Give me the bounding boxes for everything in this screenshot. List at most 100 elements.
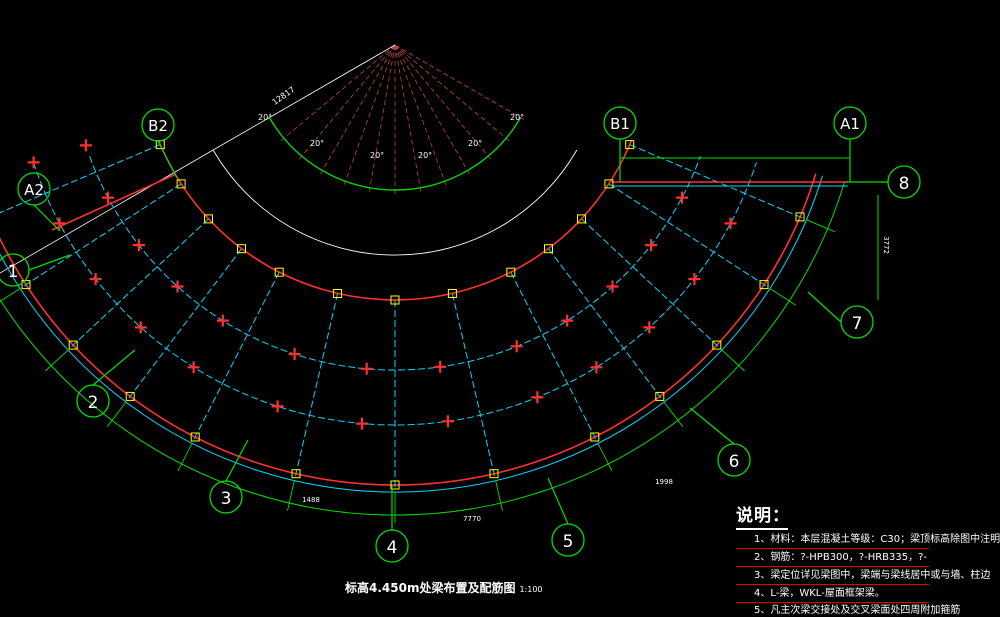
note-divider <box>736 566 929 567</box>
dimension-tick <box>287 480 295 511</box>
dimension-label: 1488 <box>302 496 320 504</box>
column <box>625 140 635 150</box>
beam-arcs <box>0 117 845 516</box>
drawing-scale: 1:100 <box>519 585 543 594</box>
column <box>441 415 454 428</box>
notes-title-underline <box>736 528 788 530</box>
radial-beam <box>548 248 663 400</box>
note-line: 4、L-梁，WKL-屋面框架梁。 <box>754 588 885 599</box>
angle-label: 20° <box>468 139 482 148</box>
column <box>21 280 31 290</box>
column <box>577 214 586 224</box>
column <box>510 340 523 353</box>
column <box>759 280 769 290</box>
column <box>274 267 284 277</box>
column <box>712 340 722 350</box>
svg-text:7: 7 <box>852 314 863 334</box>
svg-text:3: 3 <box>221 489 232 509</box>
axis-leader <box>225 439 249 482</box>
dimension-tick <box>663 401 684 427</box>
construction-ray <box>279 44 396 142</box>
column <box>506 267 516 277</box>
angle-label: 20° <box>258 113 272 122</box>
column <box>645 239 658 252</box>
axis-leader <box>33 204 61 232</box>
column <box>434 360 447 373</box>
column <box>333 289 343 298</box>
axis-bubble-a1: A1 <box>833 106 867 140</box>
angle-label: 20° <box>510 113 524 122</box>
axis-leader <box>547 477 569 525</box>
dimension-tick <box>769 288 797 306</box>
construction-ray <box>394 44 511 142</box>
axis-leader <box>157 140 178 179</box>
angle-label: 20° <box>418 151 432 160</box>
column <box>291 469 301 479</box>
construction-ray <box>368 44 396 193</box>
column <box>89 273 102 285</box>
note-divider <box>736 548 929 549</box>
svg-text:6: 6 <box>729 452 740 472</box>
column <box>688 273 701 285</box>
column <box>604 179 614 189</box>
dimension-tick <box>0 288 21 303</box>
svg-text:8: 8 <box>899 174 910 194</box>
construction-ray <box>394 44 471 176</box>
axis-bubble-7: 7 <box>840 305 874 339</box>
note-line: 2、钢筋：?-HPB300，?-HRB335，?- <box>754 552 928 563</box>
columns <box>21 139 805 490</box>
drawing-title-text: 标高4.450m处梁布置及配筋图 <box>345 581 516 595</box>
axis-bubble-8: 8 <box>887 165 921 199</box>
column <box>271 400 284 413</box>
radial-beam <box>22 183 182 288</box>
column <box>643 321 656 334</box>
column <box>676 191 688 204</box>
column <box>544 244 553 254</box>
note-divider <box>736 602 929 603</box>
column <box>590 361 603 374</box>
radial-beam <box>510 271 598 441</box>
column <box>606 280 619 293</box>
column <box>132 239 145 252</box>
construction-ray <box>394 44 422 193</box>
column <box>187 361 200 374</box>
dimension-tick <box>495 480 503 511</box>
column <box>795 212 805 222</box>
radial-beam <box>69 218 209 349</box>
construction-ray <box>319 44 396 176</box>
column <box>134 321 147 334</box>
column <box>79 139 92 152</box>
radial-beam <box>451 293 496 478</box>
construction-ray <box>394 44 526 121</box>
svg-text:1: 1 <box>8 262 19 282</box>
column <box>655 391 665 401</box>
column <box>27 156 40 169</box>
dimension-lines <box>620 157 879 300</box>
column <box>53 217 66 230</box>
column <box>102 191 114 204</box>
svg-text:B1: B1 <box>610 115 630 133</box>
dimension-label: 7770 <box>463 515 481 523</box>
construction-ray <box>343 44 396 187</box>
straight-beam <box>51 173 177 231</box>
svg-text:B2: B2 <box>148 117 168 135</box>
svg-text:A1: A1 <box>840 115 860 133</box>
axis-bubble-4: 4 <box>375 529 409 563</box>
column <box>531 391 544 404</box>
beam-arc <box>89 156 701 371</box>
beam-arc <box>0 173 817 486</box>
dimension-label: 3772 <box>882 236 890 254</box>
note-divider <box>736 584 929 585</box>
beam-arc <box>157 140 633 301</box>
column <box>204 214 213 224</box>
notes-title: 说明： <box>736 506 790 526</box>
inner-arc <box>268 117 522 191</box>
column <box>176 179 186 189</box>
axis-bubble-3: 3 <box>209 480 243 514</box>
dimension-tick <box>106 401 127 427</box>
column <box>390 480 400 490</box>
axis-leader <box>28 254 71 271</box>
construction-ray <box>298 44 396 161</box>
column <box>190 432 200 442</box>
